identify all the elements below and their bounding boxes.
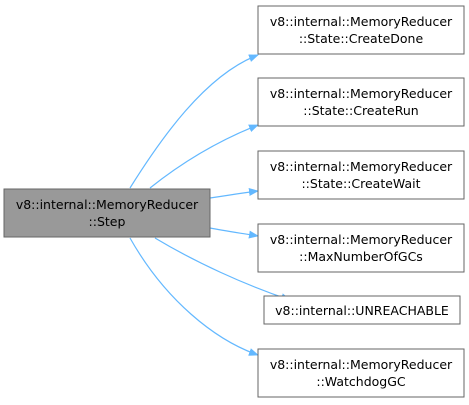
source-node-line1: v8::internal::MemoryReducer xyxy=(16,197,199,212)
source-node[interactable]: v8::internal::MemoryReducer ::Step xyxy=(3,188,211,238)
edge-to-create-done xyxy=(129,54,259,189)
edge-to-create-run xyxy=(149,124,259,189)
target-node-create-done[interactable]: v8::internal::MemoryReducer ::State::Cre… xyxy=(257,5,465,55)
target-node-line1: v8::internal::MemoryReducer xyxy=(270,14,453,29)
source-node-line2: ::Step xyxy=(89,214,126,229)
target-node-create-run[interactable]: v8::internal::MemoryReducer ::State::Cre… xyxy=(257,77,465,127)
target-node-line2: ::State::CreateRun xyxy=(303,103,418,118)
target-node-line2: ::State::CreateDone xyxy=(299,31,424,46)
target-node-create-wait[interactable]: v8::internal::MemoryReducer ::State::Cre… xyxy=(257,150,465,200)
target-node-watchdog-gc[interactable]: v8::internal::MemoryReducer ::WatchdogGC xyxy=(257,348,465,398)
target-node-line2: ::WatchdogGC xyxy=(316,374,406,389)
edge-to-max-number-of-gcs xyxy=(209,227,259,239)
target-node-unreachable[interactable]: v8::internal::UNREACHABLE xyxy=(263,295,461,325)
target-node-line1: v8::internal::MemoryReducer xyxy=(270,159,453,174)
target-node-line1: v8::internal::UNREACHABLE xyxy=(275,303,449,318)
edge-to-unreachable xyxy=(154,237,291,301)
target-node-line2: ::State::CreateWait xyxy=(301,176,420,191)
target-node-line1: v8::internal::MemoryReducer xyxy=(270,232,453,247)
target-node-max-number-of-gcs[interactable]: v8::internal::MemoryReducer ::MaxNumberO… xyxy=(257,223,465,273)
target-node-line1: v8::internal::MemoryReducer xyxy=(270,86,453,101)
target-node-line1: v8::internal::MemoryReducer xyxy=(270,357,453,372)
target-node-line2: ::MaxNumberOfGCs xyxy=(299,249,423,264)
edge-to-create-wait xyxy=(209,188,259,199)
edge-to-watchdog-gc xyxy=(129,237,259,356)
